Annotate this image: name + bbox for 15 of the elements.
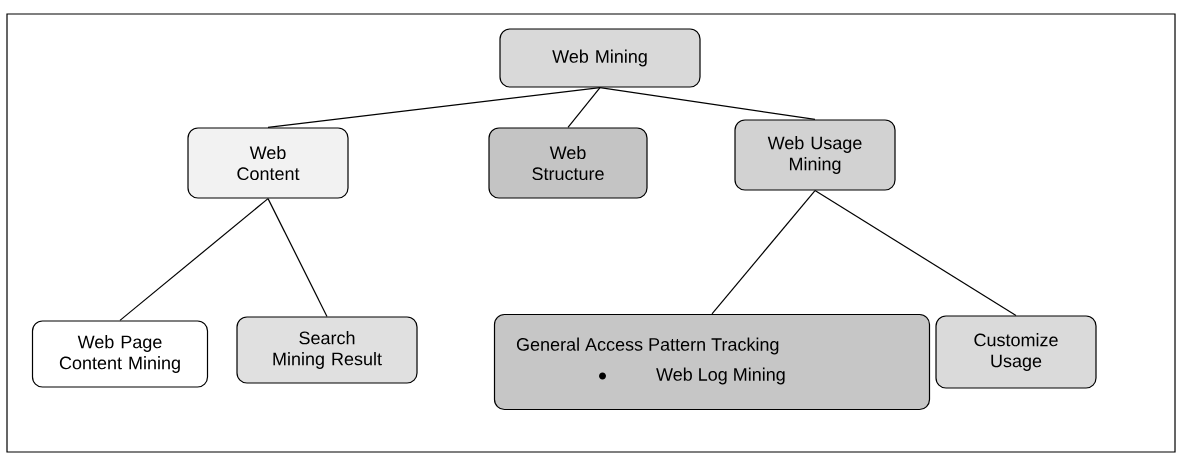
process-box: Web Usage Mining xyxy=(734,119,896,191)
connector-line xyxy=(567,87,601,128)
process-box: Web Mining xyxy=(499,28,701,88)
connector-line xyxy=(814,190,1017,316)
connector-line xyxy=(119,198,269,321)
process-box: Web Page Content Mining xyxy=(31,320,209,388)
process-box: General Access Pattern Tracking Web Log Mining xyxy=(493,313,931,411)
process-box: Search Mining Result xyxy=(236,316,418,384)
connector-line xyxy=(267,198,328,317)
process-box: Web Structure xyxy=(488,127,648,199)
process-box: Web Content xyxy=(187,127,349,199)
connector-line xyxy=(711,190,816,315)
connector-line xyxy=(599,87,816,120)
process-box: Customize Usage xyxy=(935,315,1097,389)
connector-line xyxy=(267,87,601,128)
